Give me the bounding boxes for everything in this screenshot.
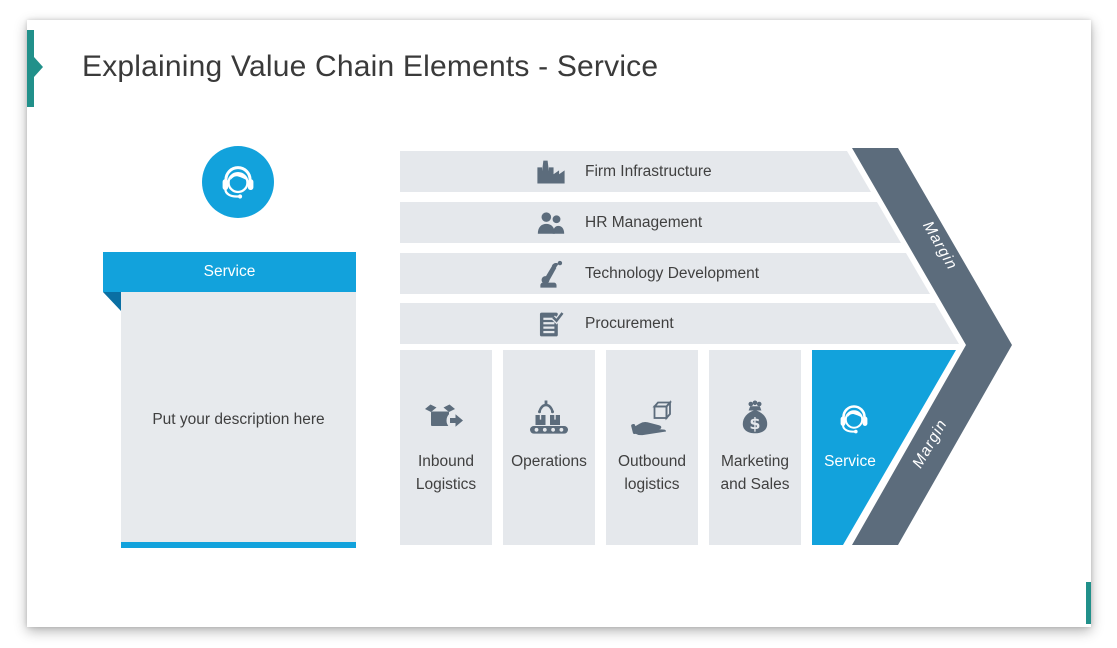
description-placeholder-text: Put your description here bbox=[152, 411, 325, 428]
teal-accent-bar-left bbox=[27, 30, 34, 107]
conveyor-icon bbox=[527, 396, 571, 440]
primary-col-operations-bg bbox=[503, 350, 595, 545]
support-label-hr-management: HR Management bbox=[585, 214, 703, 231]
description-panel-bottom-strip bbox=[121, 542, 356, 548]
support-row-hr-management-bg bbox=[400, 202, 901, 243]
service-badge-circle bbox=[202, 146, 274, 218]
support-row-procurement-bg bbox=[400, 303, 959, 344]
primary-label-operations: Operations bbox=[511, 453, 587, 470]
support-label-firm-infrastructure: Firm Infrastructure bbox=[585, 163, 712, 180]
support-label-procurement: Procurement bbox=[585, 315, 674, 332]
primary-label-inbound-logistics: Inbound Logistics bbox=[415, 453, 477, 493]
money-bag-icon bbox=[733, 396, 777, 440]
slide-card: Explaining Value Chain Elements - Servic… bbox=[27, 20, 1091, 627]
primary-label-outbound-logistics: Outbound logistics bbox=[617, 453, 687, 493]
factory-icon bbox=[533, 154, 569, 190]
primary-col-outbound-logistics-bg bbox=[606, 350, 698, 545]
slide-title: Explaining Value Chain Elements - Servic… bbox=[82, 50, 659, 83]
primary-label-marketing-sales: Marketing and Sales bbox=[720, 453, 790, 493]
support-row-technology-development-bg bbox=[400, 253, 930, 294]
primary-col-service-bg-highlighted bbox=[812, 350, 956, 545]
description-panel-fold bbox=[103, 292, 121, 311]
teal-accent-bar-right bbox=[1086, 582, 1091, 624]
teal-chevron-icon bbox=[34, 57, 43, 77]
description-panel-body: Put your description here bbox=[121, 292, 356, 548]
primary-col-marketing-sales-bg bbox=[709, 350, 801, 545]
robot-arm-icon bbox=[533, 256, 569, 292]
headset-person-icon bbox=[832, 397, 876, 441]
margin-band bbox=[852, 148, 1012, 545]
checklist-icon bbox=[533, 306, 569, 342]
primary-col-inbound-logistics-bg bbox=[400, 350, 492, 545]
people-icon bbox=[533, 205, 569, 241]
support-row-firm-infrastructure-bg bbox=[400, 151, 871, 192]
hand-box-icon bbox=[630, 396, 674, 440]
description-panel-header: Service bbox=[103, 252, 356, 292]
primary-label-service: Service bbox=[824, 453, 876, 470]
support-label-technology-development: Technology Development bbox=[585, 265, 760, 282]
value-chain-diagram: Margin Margin bbox=[400, 148, 1012, 545]
open-box-arrow-icon bbox=[424, 396, 468, 440]
headset-person-icon bbox=[215, 159, 261, 205]
